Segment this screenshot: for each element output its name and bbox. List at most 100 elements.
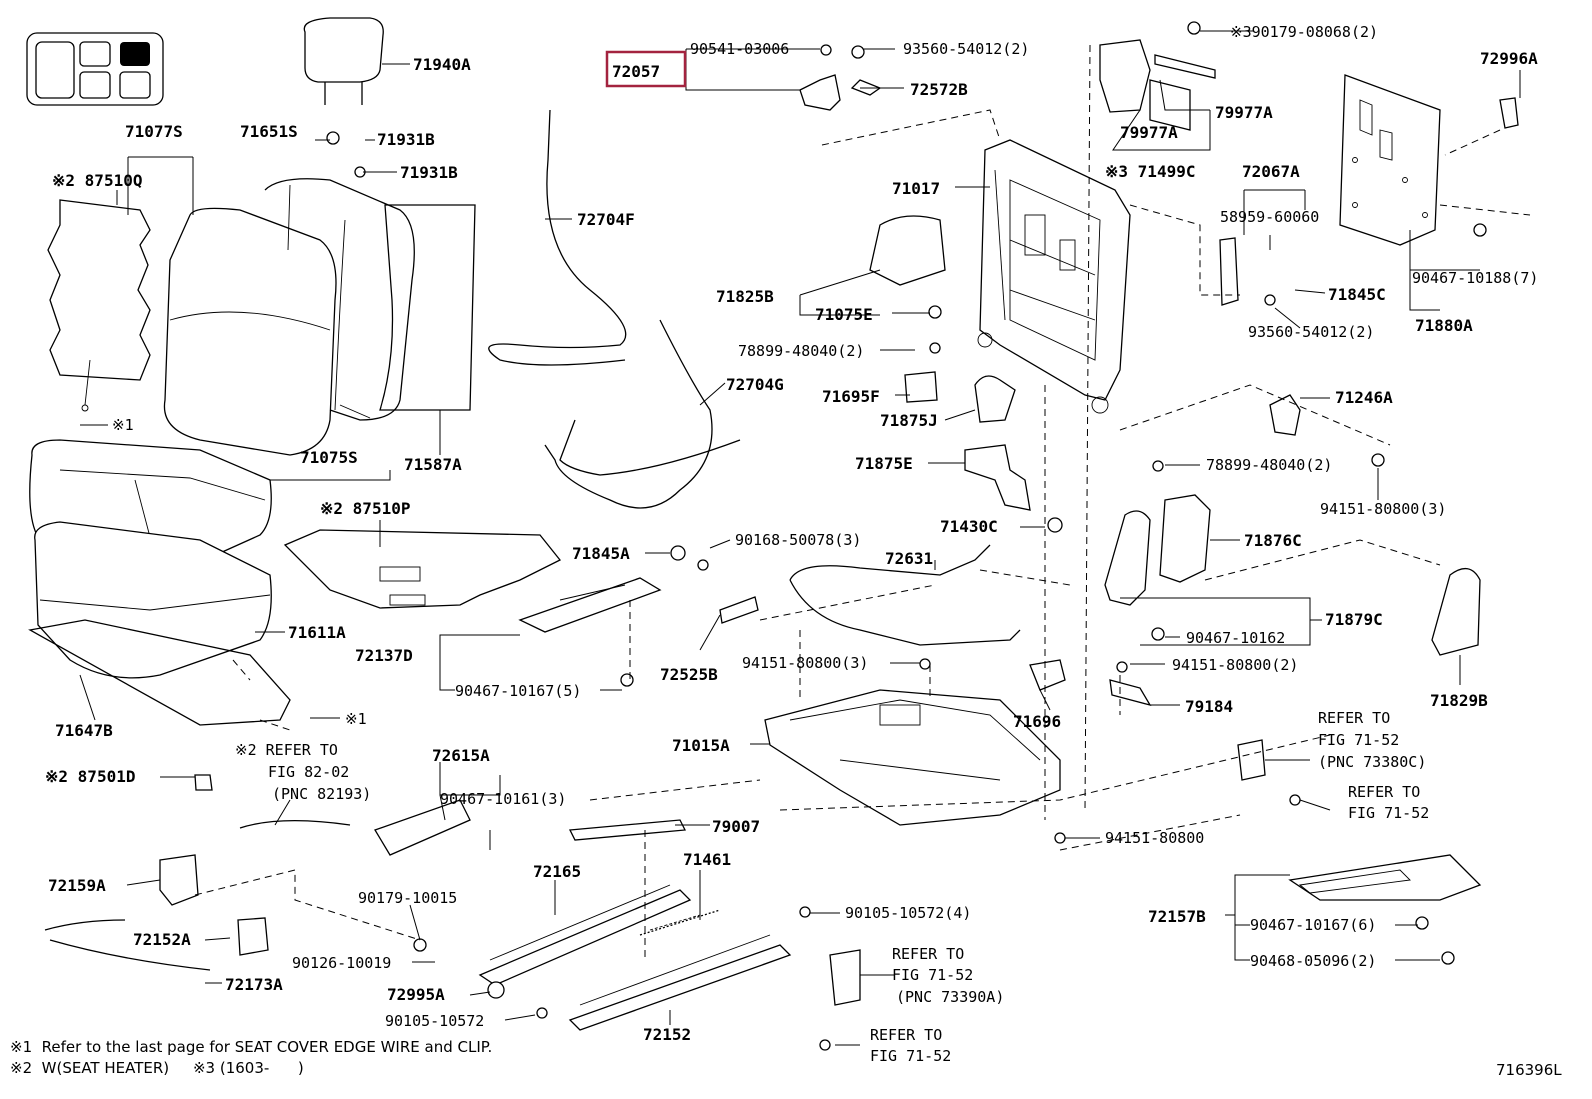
seat-frame-drawing	[764, 659, 1066, 826]
label-71647b[interactable]: 71647B	[55, 721, 113, 740]
small-parts-drawing	[44, 131, 1487, 1051]
label-71940a[interactable]: 71940A	[413, 55, 471, 74]
label-71695f[interactable]: 71695F	[822, 387, 880, 406]
label-79977a-1[interactable]: 79977A	[1215, 103, 1273, 122]
label-90179-08068[interactable]: ※390179-08068(2)	[1230, 23, 1378, 41]
label-72173a[interactable]: 72173A	[225, 975, 283, 994]
cushion-board-drawing	[518, 577, 1482, 901]
label-71875j[interactable]: 71875J	[880, 411, 938, 430]
label-71825b[interactable]: 71825B	[716, 287, 774, 306]
label-90467-10188[interactable]: 90467-10188(7)	[1412, 269, 1538, 287]
back-board-drawing	[1339, 74, 1519, 246]
label-79184[interactable]: 79184	[1185, 697, 1233, 716]
label-71499c[interactable]: ※3 71499C	[1105, 162, 1195, 181]
label-71015a[interactable]: 71015A	[672, 736, 730, 755]
assembly-dashed-lines	[194, 44, 1531, 960]
label-71931b-1[interactable]: 71931B	[377, 130, 435, 149]
label-71611a[interactable]: 71611A	[288, 623, 346, 642]
label-71461[interactable]: 71461	[683, 850, 731, 869]
label-72067a[interactable]: 72067A	[1242, 162, 1300, 181]
label-94151-80800-b[interactable]: 94151-80800(3)	[742, 654, 868, 672]
label-90467-10167-b[interactable]: 90467-10167(6)	[1250, 916, 1376, 934]
label-90179-10015[interactable]: 90179-10015	[358, 889, 457, 907]
label-94151-80800-a[interactable]: 94151-80800(3)	[1320, 500, 1446, 518]
label-71077s[interactable]: 71077S	[125, 122, 183, 141]
highlight-box	[605, 50, 687, 88]
label-71017[interactable]: 71017	[892, 179, 940, 198]
lock-plates-drawing	[1099, 21, 1216, 131]
label-90467-10162[interactable]: 90467-10162	[1186, 629, 1285, 647]
label-71430c[interactable]: 71430C	[940, 517, 998, 536]
label-fig-71-52-1[interactable]: FIG 71-52	[1318, 731, 1399, 749]
label-71931b-2[interactable]: 71931B	[400, 163, 458, 182]
label-72165[interactable]: 72165	[533, 862, 581, 881]
label-71880a[interactable]: 71880A	[1415, 316, 1473, 335]
label-71845a[interactable]: 71845A	[572, 544, 630, 563]
label-fig-82-02[interactable]: FIG 82-02	[268, 763, 349, 781]
label-87510q[interactable]: ※2 87510Q	[52, 171, 142, 190]
label-71876c[interactable]: 71876C	[1244, 531, 1302, 550]
label-72159a[interactable]: 72159A	[48, 876, 106, 895]
seat-track-drawing	[478, 884, 792, 1031]
label-71075e[interactable]: 71075E	[815, 305, 873, 324]
label-fig-71-52-3[interactable]: FIG 71-52	[892, 966, 973, 984]
cushion-heater-pad-drawing	[283, 529, 562, 609]
label-72704f[interactable]: 72704F	[577, 210, 635, 229]
label-pnc-82193: (PNC 82193)	[272, 785, 371, 803]
label-refer-to-1: REFER TO	[1318, 709, 1390, 727]
label-71829b[interactable]: 71829B	[1430, 691, 1488, 710]
label-71651s[interactable]: 71651S	[240, 122, 298, 141]
label-90467-10161[interactable]: 90467-10161(3)	[440, 790, 566, 808]
label-90105-10572-a[interactable]: 90105-10572(4)	[845, 904, 971, 922]
label-90468-05096[interactable]: 90468-05096(2)	[1250, 952, 1376, 970]
label-refer-to-2: REFER TO	[1348, 783, 1420, 801]
label-72152a[interactable]: 72152A	[133, 930, 191, 949]
headrest-drawing	[303, 17, 384, 105]
label-87510p[interactable]: ※2 87510P	[320, 499, 410, 518]
label-58959-60060[interactable]: 58959-60060	[1220, 208, 1319, 226]
label-note1-a: ※1	[112, 416, 134, 434]
label-87501d[interactable]: ※2 87501D	[45, 767, 135, 786]
label-93560-54012-a[interactable]: 93560-54012(2)	[903, 40, 1029, 58]
label-refer-to-3: REFER TO	[892, 945, 964, 963]
label-72137d[interactable]: 72137D	[355, 646, 413, 665]
top-bracket-drawing	[799, 44, 882, 111]
label-90541-03006[interactable]: 90541-03006	[690, 40, 789, 58]
label-90105-10572-b[interactable]: 90105-10572	[385, 1012, 484, 1030]
label-72996a[interactable]: 72996A	[1480, 49, 1538, 68]
label-note1-b: ※1	[345, 710, 367, 728]
label-fig-71-52-4[interactable]: FIG 71-52	[870, 1047, 951, 1065]
leader-lines	[79, 30, 1521, 1046]
label-72572b[interactable]: 72572B	[910, 80, 968, 99]
label-90467-10167-a[interactable]: 90467-10167(5)	[455, 682, 581, 700]
label-72995a[interactable]: 72995A	[387, 985, 445, 1004]
seatback-cover-drawing	[163, 178, 415, 456]
label-72631[interactable]: 72631	[885, 549, 933, 568]
label-93560-54012-b[interactable]: 93560-54012(2)	[1248, 323, 1374, 341]
label-72157b[interactable]: 72157B	[1148, 907, 1206, 926]
label-71246a[interactable]: 71246A	[1335, 388, 1393, 407]
side-covers-drawing	[1104, 394, 1481, 656]
label-90168-50078[interactable]: 90168-50078(3)	[735, 531, 861, 549]
label-71845c[interactable]: 71845C	[1328, 285, 1386, 304]
label-72057[interactable]: 72057	[612, 62, 660, 81]
label-79007[interactable]: 79007	[712, 817, 760, 836]
label-79977a-2[interactable]: 79977A	[1120, 123, 1178, 142]
label-94151-80800-c[interactable]: 94151-80800(2)	[1172, 656, 1298, 674]
label-90126-10019[interactable]: 90126-10019	[292, 954, 391, 972]
label-fig-71-52-2[interactable]: FIG 71-52	[1348, 804, 1429, 822]
label-72704g[interactable]: 72704G	[726, 375, 784, 394]
label-71696[interactable]: 71696	[1013, 712, 1061, 731]
label-71879c[interactable]: 71879C	[1325, 610, 1383, 629]
label-71075s[interactable]: 71075S	[300, 448, 358, 467]
label-71587a[interactable]: 71587A	[404, 455, 462, 474]
label-72615a[interactable]: 72615A	[432, 746, 490, 765]
label-78899-48040-a[interactable]: 78899-48040(2)	[738, 342, 864, 360]
label-refer-to-4: REFER TO	[870, 1026, 942, 1044]
label-71875e[interactable]: 71875E	[855, 454, 913, 473]
label-94151-80800-d[interactable]: 94151-80800	[1105, 829, 1204, 847]
label-78899-48040-b[interactable]: 78899-48040(2)	[1206, 456, 1332, 474]
label-72525b[interactable]: 72525B	[660, 665, 718, 684]
label-72152[interactable]: 72152	[643, 1025, 691, 1044]
